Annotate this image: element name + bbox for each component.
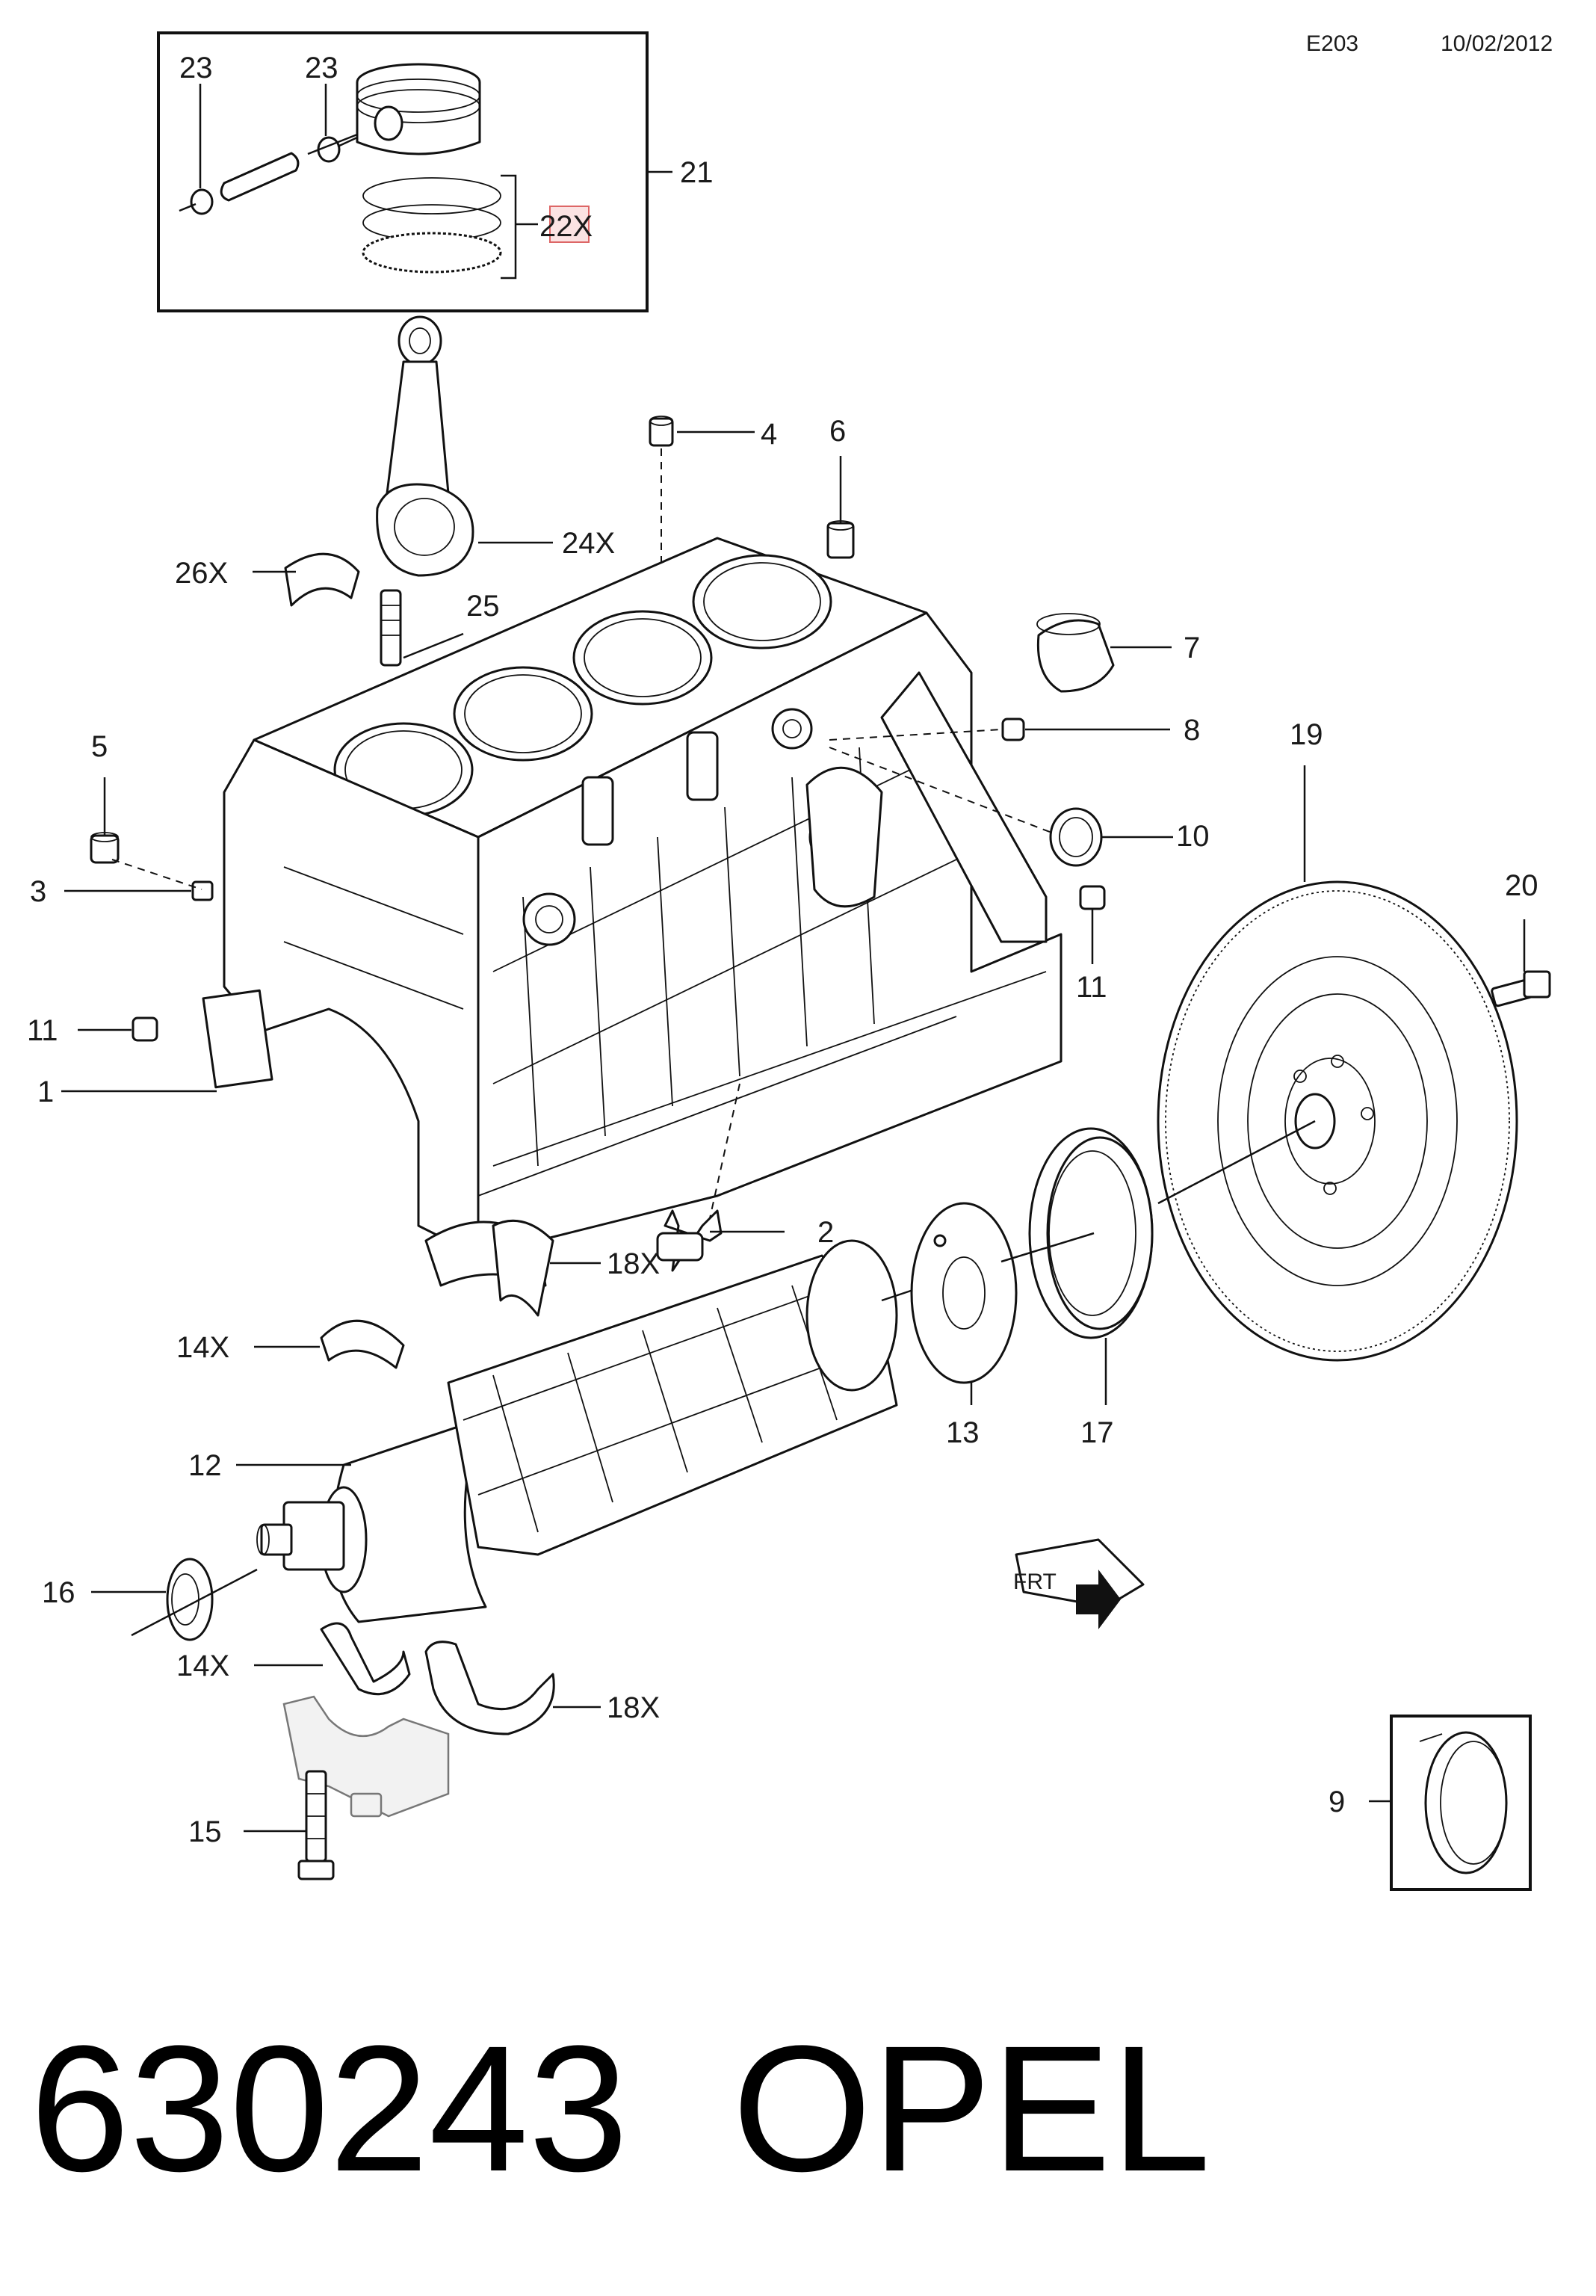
- thrust-bearing-lower-14x-drawing: [320, 1622, 411, 1696]
- callout-1: 1: [37, 1076, 54, 1108]
- main-bearing-lower-18x-drawing: [424, 1641, 555, 1735]
- main-bearing-cap-drawing: [282, 1695, 450, 1818]
- dowel-4-drawing: [649, 416, 674, 447]
- flywheel-bolt-20-drawing: [1491, 970, 1551, 1007]
- highlight-box: [549, 206, 590, 243]
- callout-11-left: 11: [27, 1014, 58, 1047]
- cap-bolt-15-drawing: [297, 1770, 335, 1880]
- callout-24x: 24X: [562, 527, 615, 560]
- callout-11-right: 11: [1076, 971, 1107, 1004]
- cap-10-drawing: [1049, 807, 1103, 867]
- callout-18x-upper: 18X: [607, 1247, 660, 1280]
- front-direction-marker: FRT: [1013, 1538, 1145, 1629]
- crankshaft-drawing: [256, 1239, 927, 1623]
- plug-3-drawing: [191, 880, 214, 901]
- callout-13: 13: [946, 1416, 980, 1449]
- dowel-11-right-drawing: [1079, 885, 1106, 910]
- callout-14x-upper: 14X: [176, 1331, 229, 1364]
- callout-5: 5: [91, 730, 108, 763]
- diagram-date: 10/02/2012: [1441, 31, 1553, 56]
- engine-block-drawing: [202, 537, 1063, 1257]
- callout-labels: 23 23 21 22X 4 6 24X 26X 25 7 8 19 5 10 …: [27, 52, 1538, 1848]
- callout-21: 21: [680, 156, 714, 189]
- callout-20: 20: [1505, 869, 1538, 902]
- callout-25: 25: [466, 590, 500, 623]
- callout-6: 6: [829, 415, 846, 448]
- callout-4: 4: [761, 418, 777, 451]
- diagram-code: E203: [1306, 31, 1358, 56]
- piston-drawing: [356, 63, 481, 155]
- piston-kit-box: [157, 31, 672, 312]
- part-number: 630243: [30, 2008, 628, 2209]
- callout-22x: 22X: [539, 210, 593, 243]
- callout-18x-lower: 18X: [607, 1691, 660, 1724]
- plug-8-drawing: [1001, 718, 1025, 741]
- dowel-6-drawing: [826, 520, 855, 559]
- connecting-rod-drawing: [376, 315, 474, 667]
- thrust-bearing-upper-14x-drawing: [320, 1319, 405, 1369]
- callout-2: 2: [817, 1216, 834, 1249]
- callout-12: 12: [188, 1449, 222, 1482]
- plug-7-drawing: [1036, 613, 1115, 693]
- reluctor-plate-13-drawing: [910, 1202, 1018, 1384]
- callout-8: 8: [1184, 714, 1200, 747]
- sensor-2-drawing: [656, 1209, 723, 1272]
- front-seal-16-drawing: [166, 1558, 214, 1641]
- callout-19: 19: [1290, 718, 1323, 751]
- callout-10: 10: [1176, 820, 1210, 853]
- callout-3: 3: [30, 875, 46, 908]
- callout-7: 7: [1184, 632, 1200, 664]
- callout-14x-lower: 14X: [176, 1650, 229, 1682]
- brand-name: OPEL: [732, 2008, 1210, 2209]
- plug-5-drawing: [90, 832, 120, 864]
- callout-17: 17: [1080, 1416, 1114, 1449]
- piston-rings-drawing: [362, 174, 538, 280]
- callout-26x: 26X: [175, 557, 228, 590]
- bushing-9-box: [1390, 1715, 1532, 1891]
- piston-pin-drawing: [179, 133, 358, 215]
- callout-23a: 23: [179, 52, 213, 84]
- flywheel-19-drawing: [1157, 880, 1518, 1362]
- rod-bearing-shell-drawing: [284, 552, 360, 607]
- callout-23b: 23: [305, 52, 338, 84]
- front-marker-label: FRT: [1013, 1570, 1057, 1594]
- callout-16: 16: [42, 1576, 75, 1609]
- callout-9: 9: [1329, 1786, 1345, 1818]
- callout-15: 15: [188, 1815, 222, 1848]
- dowel-11-left-drawing: [132, 1016, 158, 1042]
